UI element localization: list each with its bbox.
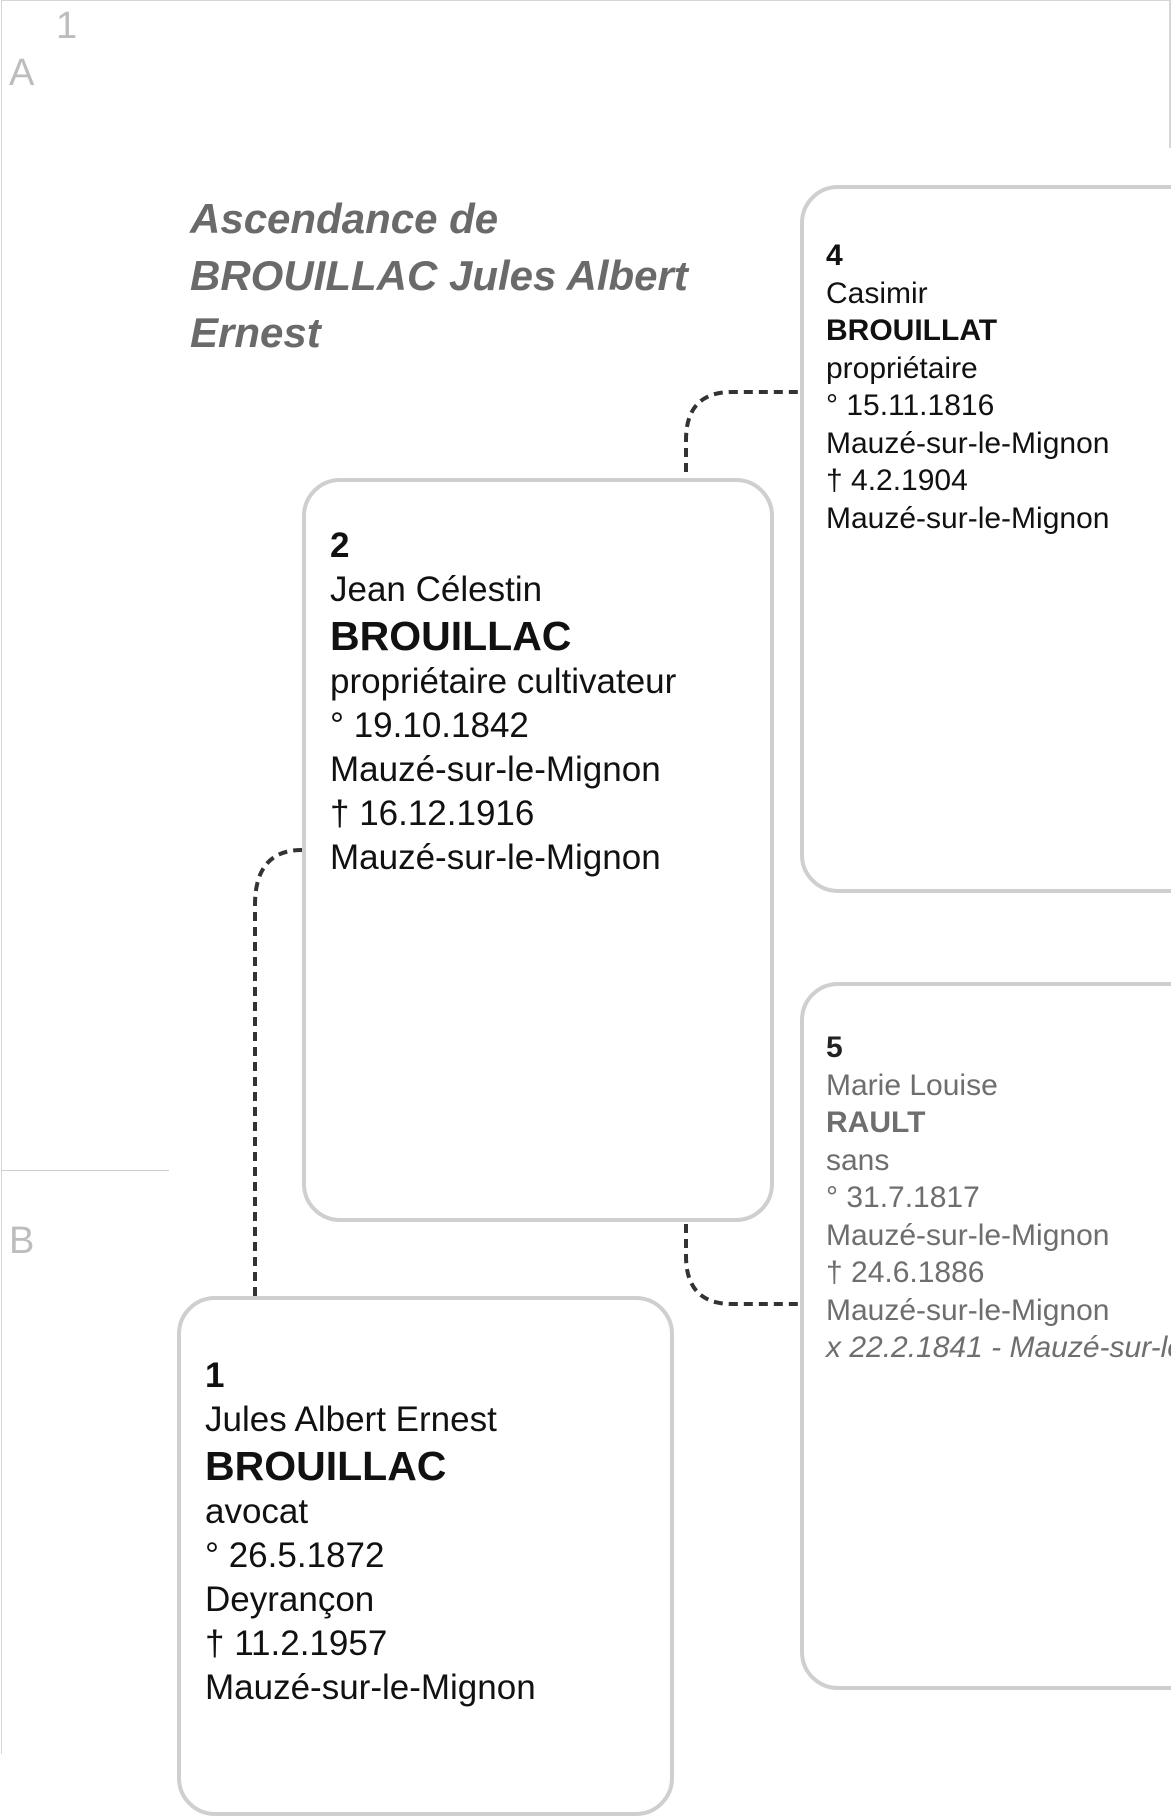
person-card-2[interactable]: 2 Jean Célestin BROUILLAC propriétaire c…: [302, 478, 774, 1222]
person-birth-date: ° 19.10.1842: [330, 706, 529, 745]
title-line: Ernest: [190, 309, 321, 356]
grid-row-label-b: B: [9, 1220, 35, 1262]
person-birth-place: Mauzé-sur-le-Mignon: [330, 750, 661, 789]
person-occupation: avocat: [205, 1492, 309, 1531]
person-death-place: Mauzé-sur-le-Mignon: [330, 838, 661, 877]
person-details: 5 Marie Louise RAULT sans ° 31.7.1817 Ma…: [826, 1029, 1171, 1367]
person-death-date: † 24.6.1886: [826, 1256, 985, 1289]
title-line: BROUILLAC Jules Albert: [190, 252, 688, 299]
person-first-names: Marie Louise: [826, 1068, 998, 1102]
person-birth-place: Mauzé-sur-le-Mignon: [826, 426, 1110, 460]
person-surname: BROUILLAT: [826, 314, 998, 347]
person-first-names: Jean Célestin: [330, 570, 543, 609]
person-death-place: Mauzé-sur-le-Mignon: [205, 1668, 536, 1707]
pedigree-connectors: [253, 390, 800, 1306]
person-first-names: Jules Albert Ernest: [205, 1400, 497, 1439]
person-death-place: Mauzé-sur-le-Mignon: [826, 1293, 1110, 1327]
title-line: Ascendance de: [190, 195, 499, 242]
person-occupation: propriétaire: [826, 351, 978, 385]
person-death-place: Mauzé-sur-le-Mignon: [826, 501, 1110, 535]
person-card-4[interactable]: 4 Casimir BROUILLAT propriétaire ° 15.11…: [800, 185, 1171, 893]
page-edge-mark: [1169, 0, 1171, 148]
person-details: 2 Jean Célestin BROUILLAC propriétaire c…: [330, 524, 676, 880]
page-title: Ascendance de BROUILLAC Jules Albert Ern…: [190, 190, 690, 361]
person-occupation: propriétaire cultivateur: [330, 662, 677, 701]
person-birth-date: ° 26.5.1872: [205, 1536, 385, 1575]
connector-mother-2: [684, 1224, 800, 1306]
person-birth-date: ° 31.7.1817: [826, 1181, 980, 1214]
person-card-5[interactable]: 5 Marie Louise RAULT sans ° 31.7.1817 Ma…: [800, 982, 1171, 1690]
connector-father-2: [684, 390, 800, 472]
person-surname: RAULT: [826, 1106, 926, 1139]
person-marriage: x 22.2.1841 - Mauzé-sur-le-: [826, 1331, 1171, 1364]
person-surname: BROUILLAC: [205, 1443, 447, 1489]
grid-column-label: 1: [56, 5, 78, 47]
person-birth-date: ° 15.11.1816: [826, 389, 995, 422]
person-occupation: sans: [826, 1143, 890, 1177]
person-surname: BROUILLAC: [330, 613, 572, 659]
grid-divider: [1, 1170, 169, 1171]
grid-row-label-a: A: [9, 52, 35, 94]
person-number: 5: [826, 1031, 843, 1064]
person-number: 2: [330, 526, 350, 565]
person-details: 4 Casimir BROUILLAT propriétaire ° 15.11…: [826, 237, 1109, 537]
page-frame: [1, 0, 1170, 1754]
person-first-names: Casimir: [826, 276, 928, 310]
person-details: 1 Jules Albert Ernest BROUILLAC avocat °…: [205, 1354, 536, 1710]
person-birth-place: Deyrançon: [205, 1580, 375, 1619]
connector-father-1: [253, 848, 303, 1296]
person-death-date: † 16.12.1916: [330, 794, 535, 833]
person-number: 1: [205, 1356, 225, 1395]
person-birth-place: Mauzé-sur-le-Mignon: [826, 1218, 1110, 1252]
person-death-date: † 4.2.1904: [826, 464, 968, 497]
person-card-1[interactable]: 1 Jules Albert Ernest BROUILLAC avocat °…: [177, 1296, 674, 1816]
person-death-date: † 11.2.1957: [205, 1624, 388, 1663]
person-number: 4: [826, 239, 843, 272]
